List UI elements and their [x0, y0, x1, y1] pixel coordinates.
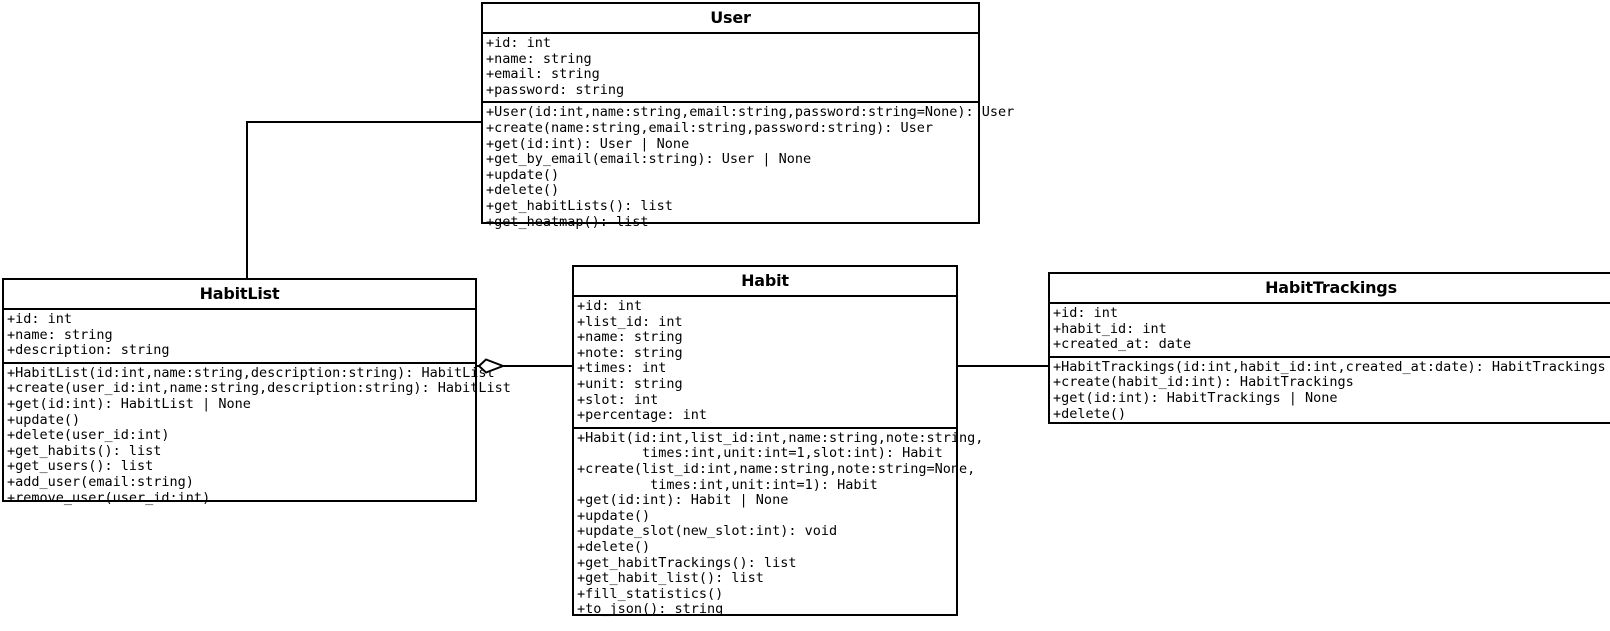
attribute-row: +unit: string	[577, 375, 683, 392]
attribute-row: +email: string	[486, 66, 600, 83]
attribute-row: +id: int	[1053, 305, 1119, 321]
method-row: +get(id:int): HabitList | None	[7, 395, 251, 412]
attributes-compartment-user: +id: int +name: string +email: string +p…	[483, 34, 978, 104]
method-row: +create(habit_id:int): HabitTrackings	[1053, 374, 1354, 391]
method-row: +get_habits(): list	[7, 442, 162, 459]
method-row: +HabitTrackings(id:int,habit_id:int,crea…	[1053, 358, 1606, 375]
method-row: +get(id:int): Habit | None	[577, 492, 789, 509]
attribute-row: +id: int	[7, 311, 73, 327]
attribute-row: +times: int	[577, 360, 667, 377]
method-row: +get(id:int): HabitTrackings | None	[1053, 389, 1338, 406]
attribute-row: +name: string	[486, 50, 592, 67]
attributes-compartment-habitlist: +id: int +name: string +description: str…	[4, 310, 475, 364]
attribute-row: +name: string	[7, 326, 113, 343]
attribute-row: +name: string	[577, 329, 683, 346]
attribute-row: +percentage: int	[577, 407, 708, 424]
attribute-row: +slot: int	[577, 391, 659, 408]
method-row: +update()	[577, 507, 651, 524]
method-row: +User(id:int,name:string,email:string,pa…	[486, 104, 1015, 121]
aggregation-diamond-icon	[478, 358, 506, 374]
method-row: +update_slot(new_slot:int): void	[577, 523, 838, 540]
attribute-row: +description: string	[7, 342, 170, 359]
attribute-row: +created_at: date	[1053, 336, 1192, 353]
attributes-compartment-habit: +id: int +list_id: int +name: string +no…	[574, 297, 956, 429]
method-row: +remove_user(user_id:int)	[7, 489, 211, 506]
method-row: +create(list_id:int,name:string,note:str…	[577, 460, 976, 477]
method-row: +add_user(email:string)	[7, 473, 194, 490]
method-row: +create(user_id:int,name:string,descript…	[7, 380, 511, 397]
method-row: +update()	[7, 411, 81, 428]
method-row: +get_heatmap(): list	[486, 213, 649, 230]
method-row: times:int,unit:int=1,slot:int): Habit	[577, 445, 943, 462]
attribute-row: +id: int	[486, 35, 552, 51]
attribute-row: +password: string	[486, 81, 625, 98]
method-row: +create(name:string,email:string,passwor…	[486, 119, 934, 136]
method-row: +delete()	[1053, 405, 1127, 422]
class-box-habit[interactable]: Habit +id: int +list_id: int +name: stri…	[572, 265, 983, 617]
method-row: +delete()	[486, 182, 560, 199]
class-name-habit: Habit	[574, 267, 956, 297]
connector-habit-habittrackings	[956, 365, 1050, 367]
method-row: +to_json(): string	[577, 601, 724, 618]
method-row: +delete(user_id:int)	[7, 427, 170, 444]
method-row: +get(id:int): User | None	[486, 135, 690, 152]
attribute-row: +habit_id: int	[1053, 320, 1167, 337]
connector-user-habitlist-vertical	[246, 121, 248, 281]
method-row: +HabitList(id:int,name:string,descriptio…	[7, 364, 495, 381]
method-row: +get_habitLists(): list	[486, 197, 673, 214]
method-row: times:int,unit:int=1): Habit	[577, 476, 878, 493]
attribute-row: +note: string	[577, 344, 683, 361]
class-box-user[interactable]: User +id: int +name: string +email: stri…	[481, 2, 1014, 229]
attributes-compartment-habittrackings: +id: int +habit_id: int +created_at: dat…	[1050, 304, 1610, 358]
method-row: +fill_statistics()	[577, 585, 724, 602]
methods-compartment-habit: +Habit(id:int,list_id:int,name:string,no…	[574, 429, 984, 621]
class-name-habittrackings: HabitTrackings	[1050, 274, 1610, 304]
method-row: +delete()	[577, 538, 651, 555]
method-row: +get_habit_list(): list	[577, 570, 764, 587]
method-row: +update()	[486, 166, 560, 183]
attribute-row: +id: int	[577, 298, 643, 314]
connector-habitlist-habit	[477, 365, 573, 367]
class-box-habittrackings[interactable]: HabitTrackings +id: int +habit_id: int +…	[1048, 272, 1610, 424]
method-row: +get_habitTrackings(): list	[577, 554, 797, 571]
attribute-row: +list_id: int	[577, 313, 683, 330]
methods-compartment-user: +User(id:int,name:string,email:string,pa…	[483, 103, 1015, 233]
methods-compartment-habitlist: +HabitList(id:int,name:string,descriptio…	[4, 364, 511, 509]
class-name-habitlist: HabitList	[4, 280, 475, 310]
method-row: +get_users(): list	[7, 458, 154, 475]
methods-compartment-habittrackings: +HabitTrackings(id:int,habit_id:int,crea…	[1050, 358, 1610, 425]
connector-user-habitlist-horizontal	[246, 121, 482, 123]
method-row: +Habit(id:int,list_id:int,name:string,no…	[577, 429, 984, 446]
class-box-habitlist[interactable]: HabitList +id: int +name: string +descri…	[2, 278, 511, 505]
method-row: +get_by_email(email:string): User | None	[486, 151, 812, 168]
class-name-user: User	[483, 4, 978, 34]
